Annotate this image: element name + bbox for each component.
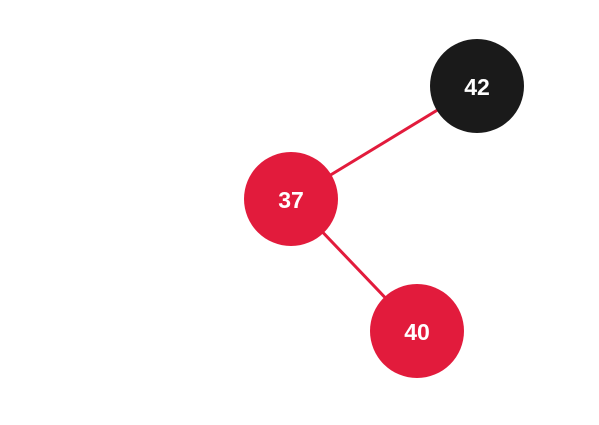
node-label-42: 42 — [464, 74, 490, 100]
tree-node-40: 40 — [370, 284, 464, 378]
node-circle-42 — [430, 39, 524, 133]
node-circle-37 — [244, 152, 338, 246]
node-label-40: 40 — [404, 319, 430, 345]
tree-node-42: 42 — [430, 39, 524, 133]
node-label-37: 37 — [278, 187, 304, 213]
node-circle-40 — [370, 284, 464, 378]
tree-node-37: 37 — [244, 152, 338, 246]
